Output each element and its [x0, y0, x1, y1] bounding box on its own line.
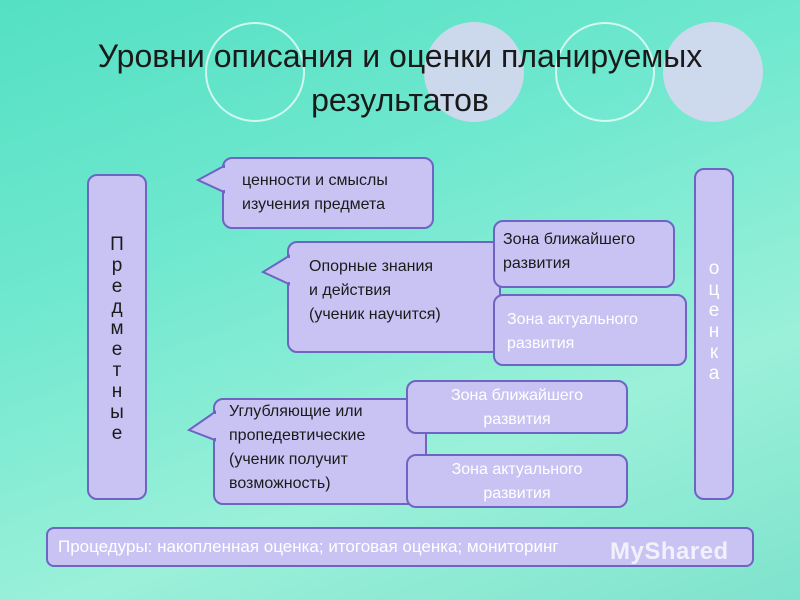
vertical-letter: а — [708, 363, 720, 384]
vertical-letter: о — [708, 258, 720, 279]
zone-line: развития — [483, 411, 551, 428]
zone-line: развития — [503, 255, 571, 272]
bubble-line: возможность) — [229, 475, 331, 492]
vertical-letter: н — [111, 381, 123, 402]
vertical-letter: е — [111, 423, 123, 444]
bubble-line: (ученик получит — [229, 451, 348, 468]
slide-title: Уровни описания и оценки планируемых рез… — [97, 38, 703, 118]
procedures-bar: Процедуры: накопленная оценка; итоговая … — [46, 527, 754, 567]
vertical-letter: д — [111, 297, 123, 318]
zone-proximal-box: Зона ближайшего развития — [493, 220, 675, 288]
vertical-letter: к — [709, 342, 719, 363]
core-knowledge-bubble: Опорные знания и действия (ученик научит… — [287, 241, 501, 353]
bubble-line: Углубляющие или — [229, 403, 363, 420]
zone-line: Зона актуального — [451, 461, 583, 478]
decorative-circle — [555, 22, 655, 122]
bubble-tail — [195, 164, 226, 194]
zone-line: Зона актуального — [507, 311, 638, 328]
zone-line: Зона ближайшего — [503, 231, 636, 248]
zone-line: Зона ближайшего — [450, 387, 584, 404]
vertical-letter: е — [111, 276, 123, 297]
bubble-line: и действия — [309, 282, 391, 299]
vertical-letter: е — [708, 300, 720, 321]
bubble-line: ценности и смыслы — [242, 172, 388, 189]
bubble-tail — [186, 410, 217, 442]
zone-line: развития — [507, 335, 575, 352]
vertical-letter: П — [110, 234, 124, 255]
subject-vertical-box: П р е д м е т н ы е — [87, 174, 147, 500]
vertical-letter: ы — [110, 402, 124, 423]
advanced-knowledge-bubble: Углубляющие или пропедевтические (ученик… — [213, 398, 427, 505]
zone-line: развития — [483, 485, 551, 502]
decorative-circle — [424, 22, 524, 122]
vertical-letter: н — [708, 321, 720, 342]
bubble-line: Опорные знания — [309, 258, 434, 275]
zone-actual-box: Зона актуального развития — [493, 294, 687, 366]
values-bubble: ценности и смыслы изучения предмета — [222, 157, 434, 229]
vertical-letter: р — [111, 255, 123, 276]
vertical-letter: т — [112, 360, 122, 381]
bubble-tail — [260, 254, 291, 286]
assessment-vertical-box: о ц е н к а — [694, 168, 734, 500]
bubble-line: изучения предмета — [242, 196, 386, 213]
vertical-letter: ц — [708, 279, 720, 300]
zone-actual-box: Зона актуального развития — [406, 454, 628, 508]
watermark-logo: MyShared — [610, 538, 729, 565]
bubble-line: (ученик научится) — [309, 306, 441, 323]
vertical-letter: м — [110, 318, 124, 339]
vertical-letter: е — [111, 339, 123, 360]
decorative-circle — [205, 22, 305, 122]
bubble-line: пропедевтические — [229, 427, 366, 444]
decorative-circle — [663, 22, 763, 122]
zone-proximal-box: Зона ближайшего развития — [406, 380, 628, 434]
